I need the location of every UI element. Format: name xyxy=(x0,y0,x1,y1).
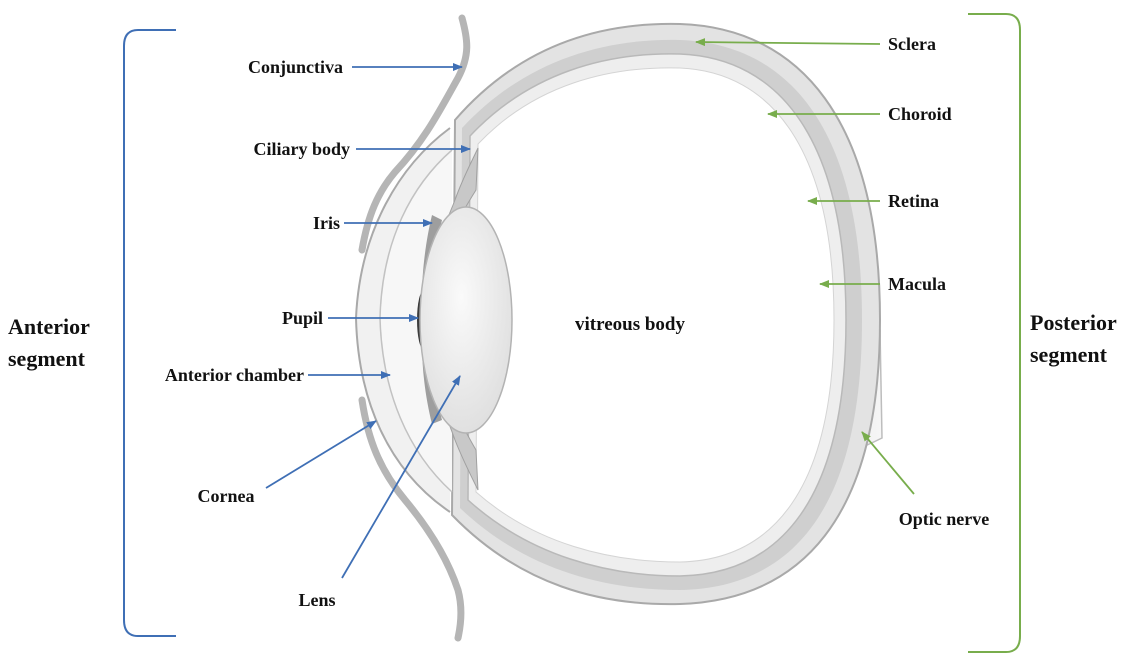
posterior-segment-line2: segment xyxy=(1030,342,1108,367)
iris-label: Iris xyxy=(313,213,340,233)
anterior-bracket xyxy=(124,30,176,636)
lens-label: Lens xyxy=(298,590,335,610)
cornea-label: Cornea xyxy=(198,486,255,506)
conjunctiva-label: Conjunctiva xyxy=(248,57,343,77)
anterior-segment-line2: segment xyxy=(8,346,86,371)
posterior-bracket xyxy=(968,14,1020,652)
lens-body xyxy=(420,207,512,433)
sclera-label: Sclera xyxy=(888,34,936,54)
anterior-segment-line1: Anterior xyxy=(8,314,90,339)
choroid-label: Choroid xyxy=(888,104,952,124)
anterior-segment-label: Anterior segment xyxy=(8,314,95,371)
pupil-label: Pupil xyxy=(282,308,323,328)
anterior-chamber-label: Anterior chamber xyxy=(165,365,304,385)
optic-nerve-label: Optic nerve xyxy=(899,509,989,529)
macula-label: Macula xyxy=(888,274,946,294)
posterior-segment-label: Posterior segment xyxy=(1030,310,1122,367)
optic-nerve-leader xyxy=(862,432,914,494)
retina-label: Retina xyxy=(888,191,939,211)
vitreous-body-label: vitreous body xyxy=(575,314,685,335)
posterior-segment-line1: Posterior xyxy=(1030,310,1117,335)
cornea-leader xyxy=(266,421,376,488)
ciliary-body-label: Ciliary body xyxy=(253,139,350,159)
